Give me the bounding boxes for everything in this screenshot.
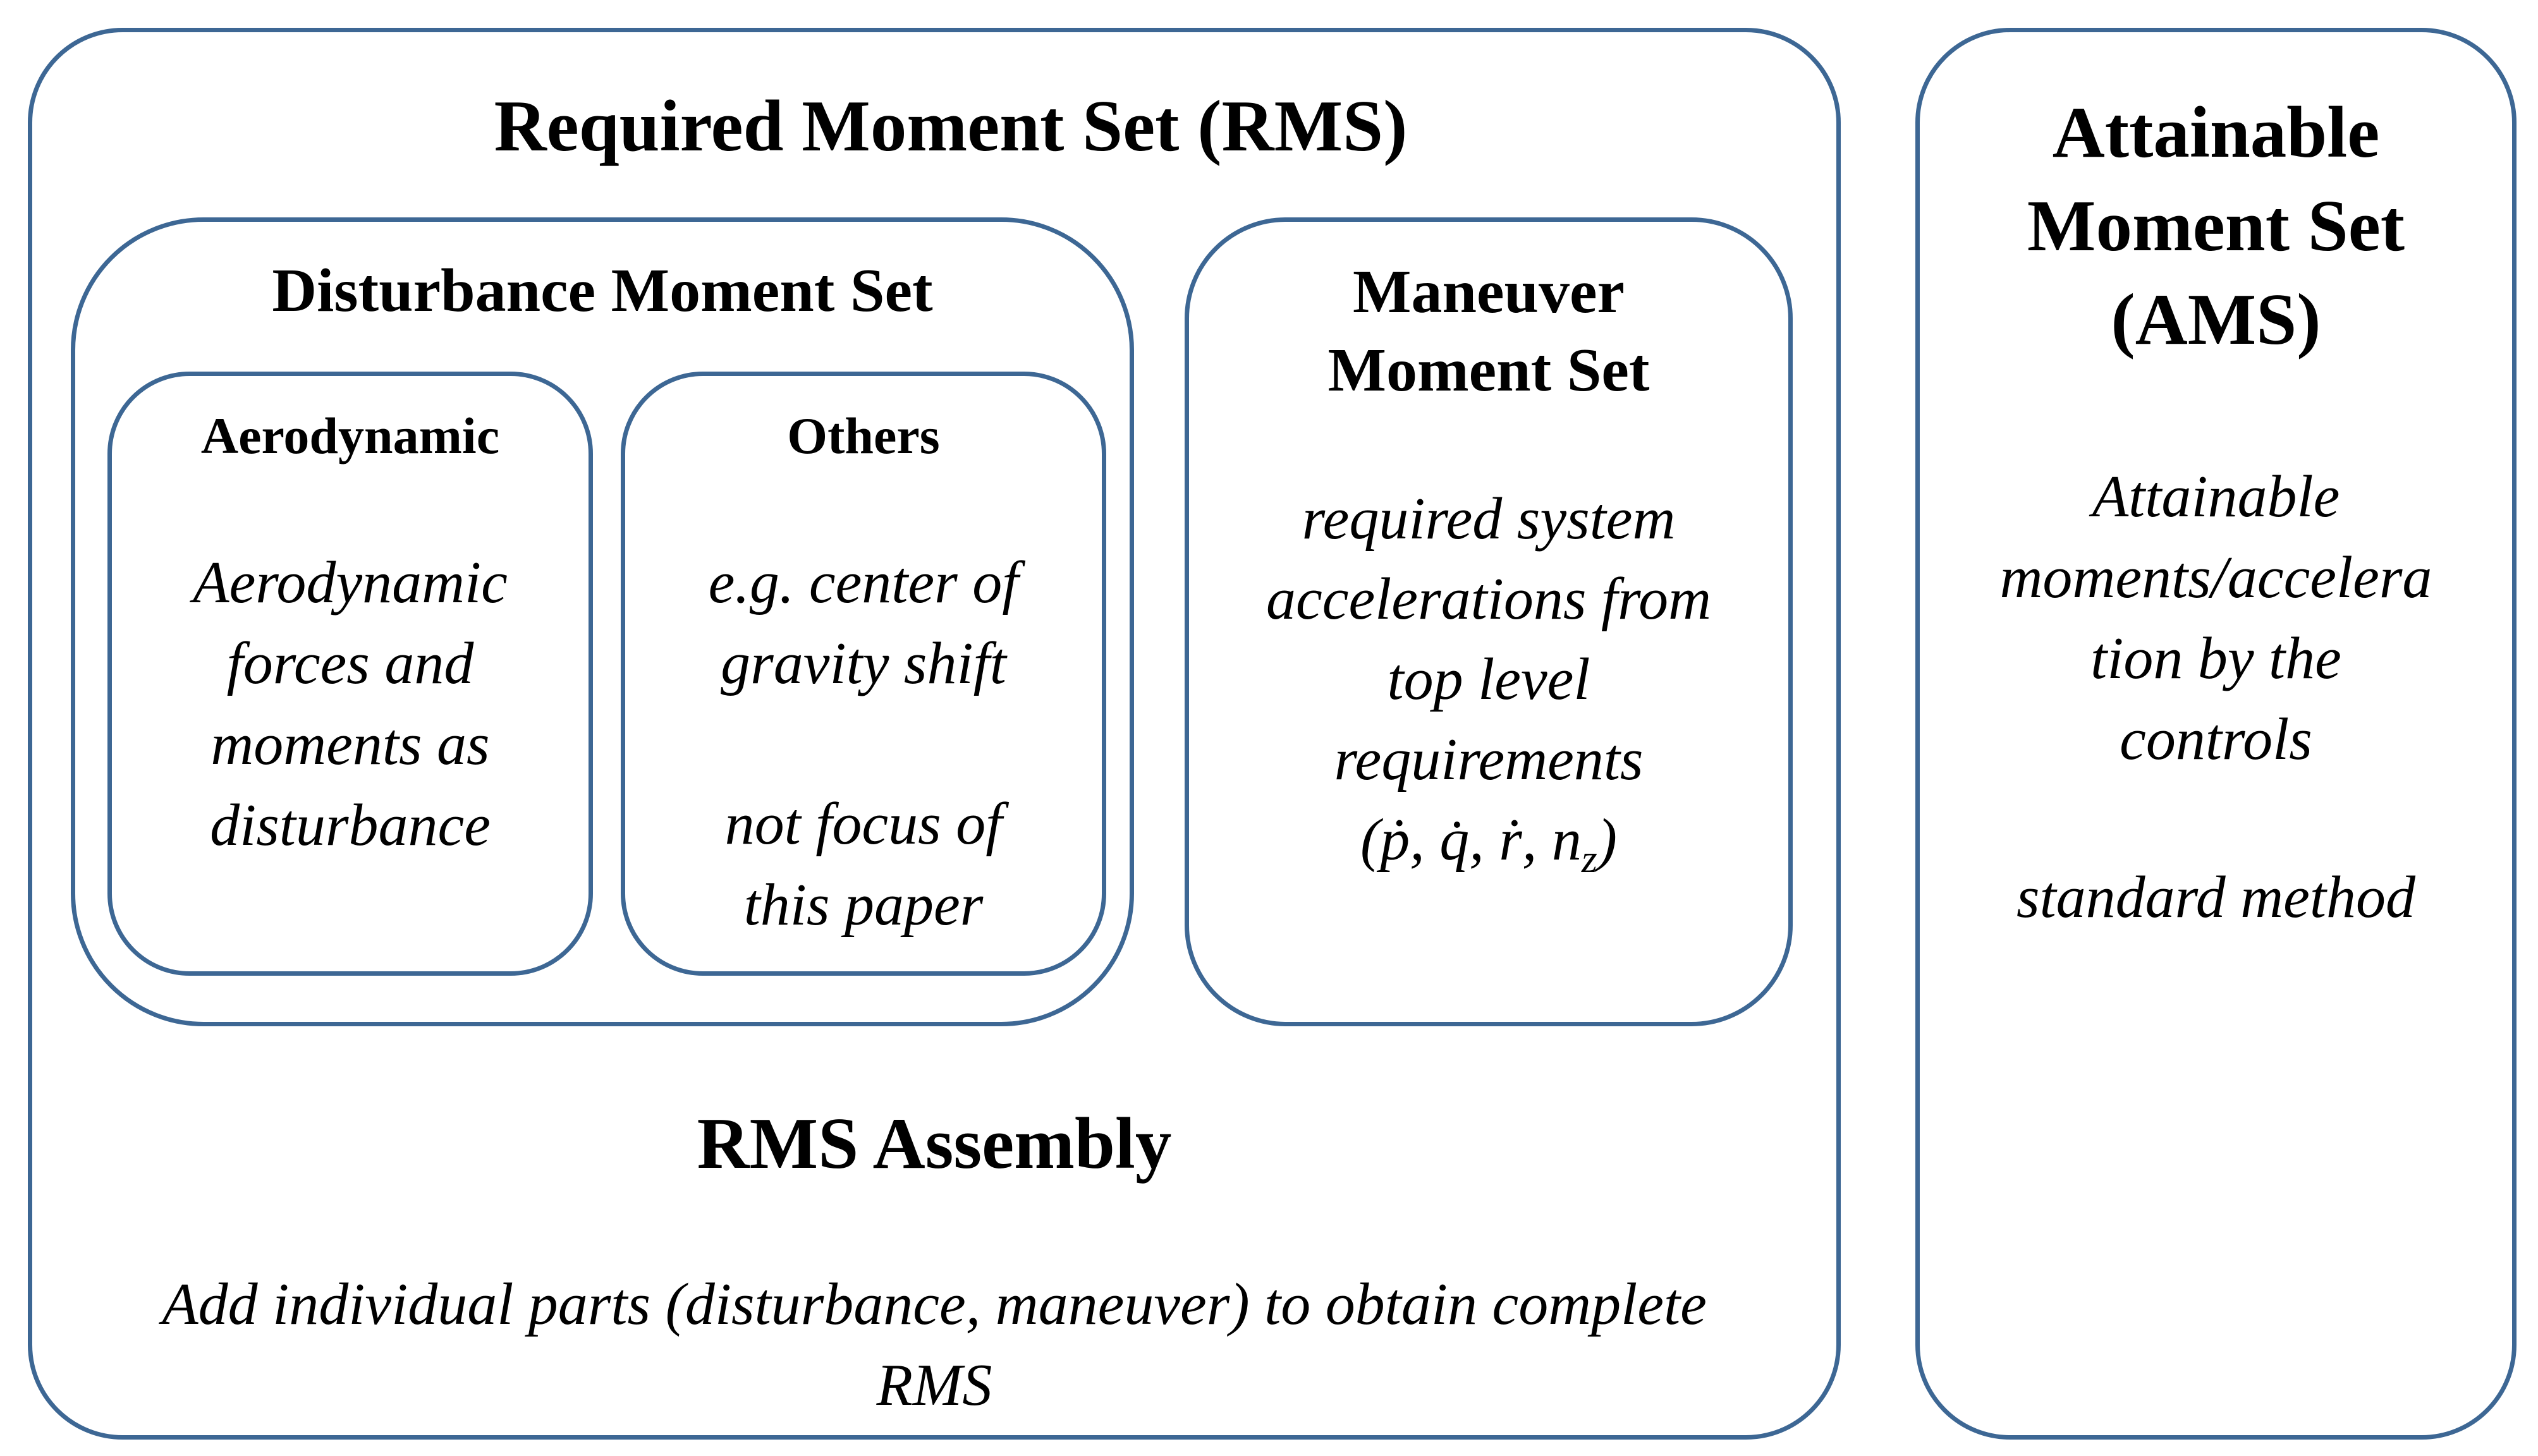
others-description-line: e.g. center of: [708, 550, 1019, 616]
maneuver-formula-main: (ṗ, q̇, ṙ, n: [1360, 807, 1582, 873]
aerodynamic-description-line: disturbance: [210, 792, 491, 858]
maneuver-description-line: requirements: [1334, 727, 1644, 792]
maneuver-description-line: top level: [1387, 646, 1590, 712]
others-title: Others: [787, 407, 940, 464]
ams-title-line: (AMS): [2111, 279, 2321, 360]
others-note-line: not focus of: [724, 791, 1003, 857]
others-note: not focus of this paper: [621, 784, 1106, 945]
aerodynamic-description: Aerodynamic forces and moments as distur…: [107, 542, 593, 866]
others-description-line: gravity shift: [721, 631, 1006, 696]
ams-description-line: moments/accelera: [1999, 545, 2432, 610]
others-note-line: this paper: [743, 872, 984, 938]
maneuver-formula-close: ): [1597, 807, 1618, 873]
ams-title: Attainable Moment Set (AMS): [1915, 86, 2517, 367]
ams-title-line: Attainable: [2052, 92, 2380, 173]
maneuver-formula: (ṗ, q̇, ṙ, nz): [1185, 800, 1793, 899]
maneuver-description: required system accelerations from top l…: [1185, 479, 1793, 899]
ams-description-line: Attainable: [2092, 464, 2340, 530]
ams-description-line: controls: [2120, 707, 2312, 772]
aerodynamic-description-line: Aerodynamic: [193, 550, 508, 616]
others-box: [621, 372, 1106, 976]
maneuver-moment-set-box: [1185, 217, 1793, 1026]
maneuver-description-line: accelerations from: [1266, 566, 1711, 632]
aerodynamic-title: Aerodynamic: [200, 407, 500, 464]
aerodynamic-box: [107, 372, 593, 976]
maneuver-title-line: Maneuver: [1353, 258, 1625, 326]
rms-assembly-title: RMS Assembly: [697, 1103, 1172, 1184]
ams-box: [1915, 28, 2517, 1440]
others-description: e.g. center of gravity shift: [621, 542, 1106, 704]
maneuver-title-line: Moment Set: [1327, 336, 1650, 404]
ams-description: Attainable moments/accelera tion by the …: [1915, 456, 2517, 780]
rms-assembly-description-line: RMS: [876, 1352, 992, 1418]
disturbance-moment-set-title: Disturbance Moment Set: [272, 257, 933, 325]
rms-assembly-description: Add individual parts (disturbance, maneu…: [28, 1264, 1841, 1426]
maneuver-formula-subscript: z: [1581, 835, 1597, 881]
ams-description-line: tion by the: [2090, 626, 2341, 691]
aerodynamic-description-line: moments as: [210, 712, 490, 777]
aerodynamic-description-line: forces and: [226, 631, 474, 696]
ams-note: standard method: [2016, 864, 2415, 930]
rms-assembly-description-line: Add individual parts (disturbance, maneu…: [162, 1271, 1707, 1337]
rms-title: Required Moment Set (RMS): [494, 86, 1408, 166]
maneuver-moment-set-title: Maneuver Moment Set: [1185, 253, 1793, 410]
ams-title-line: Moment Set: [2027, 186, 2405, 266]
maneuver-description-line: required system: [1302, 486, 1676, 552]
